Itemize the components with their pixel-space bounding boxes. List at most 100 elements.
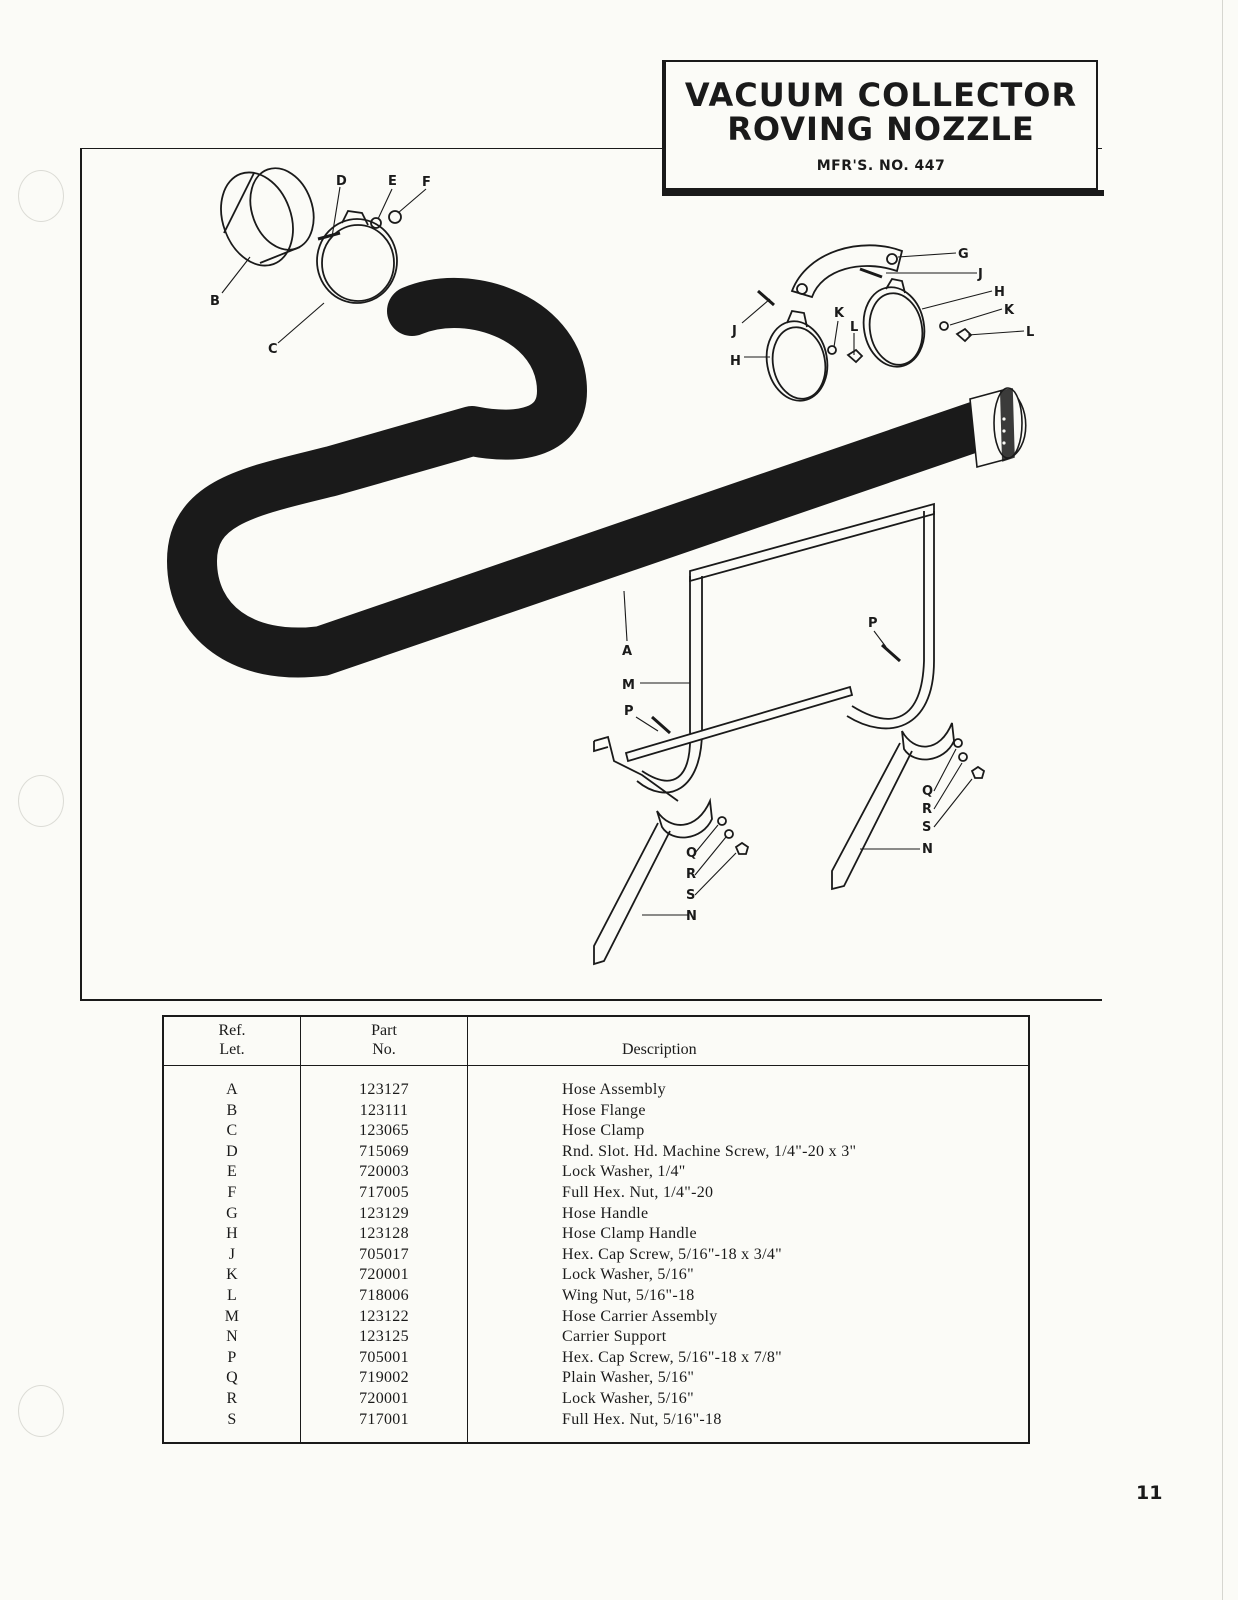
callout-H: H xyxy=(994,285,1005,300)
callout-R: R xyxy=(686,867,696,882)
ref-cell: C xyxy=(163,1121,301,1142)
hose-flange xyxy=(220,167,315,267)
part-number-cell: 717001 xyxy=(300,1409,468,1444)
part-number-cell: 705001 xyxy=(300,1347,468,1369)
ref-cell: Q xyxy=(163,1368,301,1389)
ref-cell: P xyxy=(163,1347,301,1369)
description-cell: Carrier Support xyxy=(562,1328,667,1346)
callout-N: N xyxy=(922,842,933,857)
title-box: VACUUM COLLECTOR ROVING NOZZLE MFR'S. NO… xyxy=(662,60,1104,196)
title-line-1: VACUUM COLLECTOR xyxy=(684,76,1078,114)
hose-body xyxy=(169,280,1015,676)
manufacturer-number: MFR'S. NO. 447 xyxy=(816,158,946,174)
callout-R: R xyxy=(922,802,932,817)
punch-hole xyxy=(18,1385,64,1437)
ref-cell: L xyxy=(163,1285,301,1307)
hose-end-collar xyxy=(969,387,1027,469)
callout-P: P xyxy=(624,704,634,719)
hose-carrier xyxy=(593,502,935,802)
callout-N: N xyxy=(686,909,697,924)
description-cell: Hose Assembly xyxy=(562,1081,666,1098)
leader-lines xyxy=(221,186,1025,916)
header-description: Description xyxy=(467,1016,1029,1066)
description-cell: Plain Washer, 5/16" xyxy=(562,1369,695,1387)
part-number-cell: 717005 xyxy=(300,1182,468,1204)
ref-cell: H xyxy=(163,1224,301,1245)
part-number-cell: 123122 xyxy=(300,1306,468,1328)
ref-cell: J xyxy=(163,1244,301,1266)
callout-G: G xyxy=(958,247,969,262)
punch-hole xyxy=(18,170,64,222)
hose-clamp-handles xyxy=(765,277,973,402)
callout-S: S xyxy=(922,820,931,835)
description-cell: Hose Carrier Assembly xyxy=(562,1307,718,1325)
ref-cell: B xyxy=(163,1100,301,1122)
ref-cell: E xyxy=(163,1162,301,1183)
ref-cell: G xyxy=(163,1203,301,1225)
callout-Q: Q xyxy=(686,846,697,861)
callout-B: B xyxy=(210,294,220,309)
description-cell: Full Hex. Nut, 1/4"-20 xyxy=(562,1183,714,1201)
table-header-row: Ref. Let. Part No. Description xyxy=(163,1016,1029,1066)
ref-cell: A xyxy=(163,1065,301,1101)
callout-J: J xyxy=(977,267,983,282)
callout-D: D xyxy=(336,174,347,189)
callout-L: L xyxy=(1026,325,1034,340)
description-cell: Hose Clamp xyxy=(562,1122,645,1140)
part-number-cell: 715069 xyxy=(300,1141,468,1163)
header-part-no: Part No. xyxy=(300,1016,468,1066)
ref-cell: K xyxy=(163,1265,301,1286)
part-number-cell: 718006 xyxy=(300,1285,468,1307)
part-number-cell: 719002 xyxy=(300,1368,468,1389)
callout-K: K xyxy=(1004,303,1015,318)
part-number-cell: 123065 xyxy=(300,1121,468,1142)
hose-clamp xyxy=(316,210,402,304)
part-number-cell: 720001 xyxy=(300,1265,468,1286)
callout-P: P xyxy=(868,616,878,631)
part-number-cell: 123129 xyxy=(300,1203,468,1225)
ref-cell: R xyxy=(163,1388,301,1410)
exploded-parts-diagram: D E F B C G J H K L J H K L A M P P Q R … xyxy=(167,167,1034,966)
callout-M: M xyxy=(622,678,635,693)
callout-L: L xyxy=(850,320,858,335)
header-ref-let: Ref. Let. xyxy=(163,1016,301,1066)
description-cell: Hose Flange xyxy=(562,1101,646,1119)
description-cell: Hose Clamp Handle xyxy=(562,1225,697,1243)
description-cell: Lock Washer, 1/4" xyxy=(562,1163,686,1181)
callout-K: K xyxy=(834,306,845,321)
ref-cell: F xyxy=(163,1182,301,1204)
figure-frame: D E F B C G J H K L J H K L A M P P Q R … xyxy=(80,148,1102,1001)
title-line-2: ROVING NOZZLE xyxy=(727,110,1035,148)
callout-E: E xyxy=(388,174,397,189)
carrier-supports xyxy=(593,722,986,966)
part-number-cell: 705017 xyxy=(300,1244,468,1266)
ref-cell: S xyxy=(163,1409,301,1444)
part-number-cell: 123128 xyxy=(300,1224,468,1245)
part-number-cell: 123127 xyxy=(300,1065,468,1101)
part-number-cell: 123125 xyxy=(300,1327,468,1348)
callout-J: J xyxy=(731,324,737,339)
page-margin-line xyxy=(1222,0,1223,1600)
callout-F: F xyxy=(422,175,431,190)
hose-handle xyxy=(757,244,904,307)
callout-H: H xyxy=(730,354,741,369)
callout-Q: Q xyxy=(922,784,933,799)
description-cell: Rnd. Slot. Hd. Machine Screw, 1/4"-20 x … xyxy=(562,1142,857,1160)
callout-S: S xyxy=(686,888,695,903)
